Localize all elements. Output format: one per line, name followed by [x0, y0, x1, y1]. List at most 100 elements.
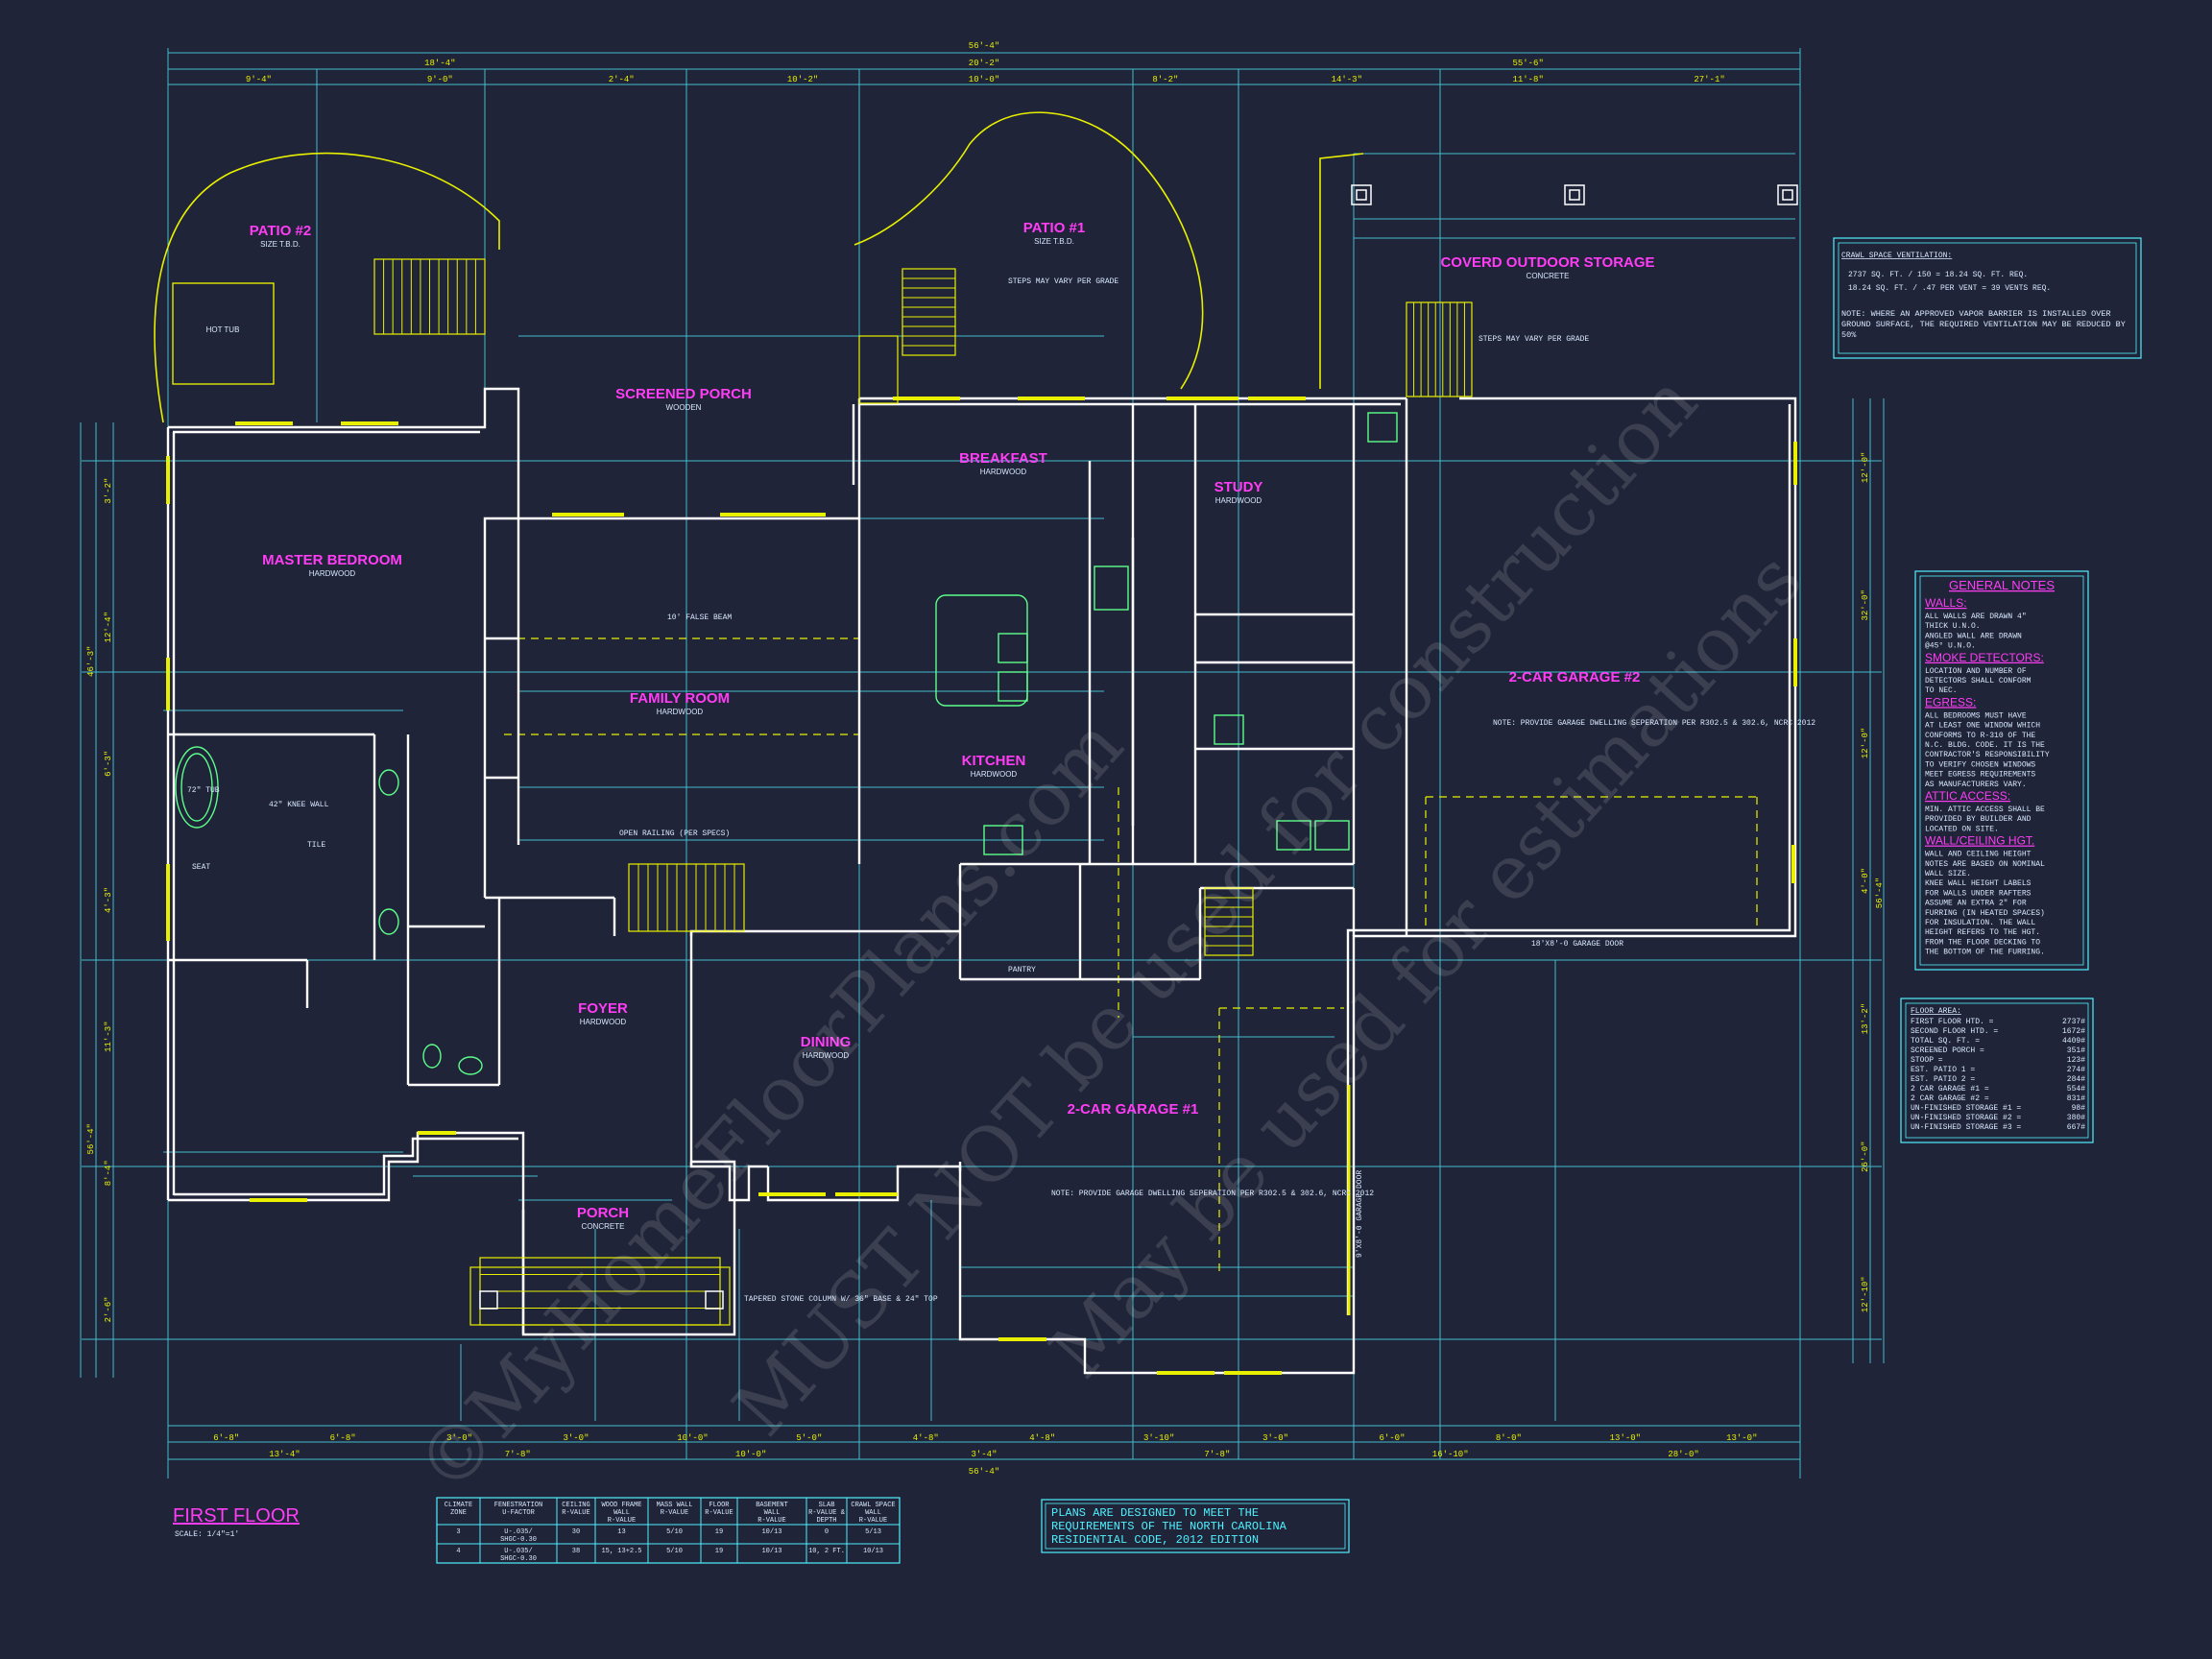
annotations: 42" KNEE WALL 72" TUB 10' FALSE BEAM OPE…	[187, 277, 1815, 1304]
general-note-line: FURRING (IN HEATED SPACES)	[1925, 909, 2045, 918]
general-note-line: THE BOTTOM OF THE FURRING.	[1925, 949, 2045, 957]
floor-area-label: UN-FINISHED STORAGE #3 =	[1911, 1123, 2021, 1132]
columns	[479, 184, 1798, 1310]
general-note-line: MIN. ATTIC ACCESS SHALL BE	[1925, 805, 2045, 814]
floor-area-value: 554#	[2067, 1085, 2085, 1094]
code-note-line3: RESIDENTIAL CODE, 2012 EDITION	[1051, 1533, 1259, 1547]
energy-table-cell: 3	[456, 1528, 460, 1536]
room-name-family: FAMILY ROOM	[630, 690, 730, 707]
energy-table-header: WALL	[613, 1509, 630, 1517]
dim-top: 9'-0"	[427, 75, 453, 84]
energy-table-header: R-VALUE	[859, 1517, 887, 1525]
energy-table-cell: 38	[572, 1548, 580, 1555]
energy-table-header: DEPTH	[816, 1517, 836, 1525]
garage-1-note: NOTE: PROVIDE GARAGE DWELLING SEPERATION…	[1051, 1190, 1374, 1198]
dim-left: 11'-3"	[104, 1021, 113, 1051]
energy-table-cell: 19	[715, 1528, 723, 1536]
crawl-space-ventilation-box: CRAWL SPACE VENTILATION: 2737 SQ. FT. / …	[1833, 237, 2142, 359]
general-note-line: NOTES ARE BASED ON NOMINAL	[1925, 860, 2045, 869]
code-note-line1: PLANS ARE DESIGNED TO MEET THE	[1051, 1506, 1259, 1520]
dim-bottom2: 3'-4"	[971, 1450, 997, 1459]
code-note-box: PLANS ARE DESIGNED TO MEET THE REQUIREME…	[1041, 1499, 1350, 1553]
general-note-heading: EGRESS:	[1925, 695, 1976, 709]
dim-top: 9'-4"	[246, 75, 272, 84]
room-name-patio1: PATIO #1	[1023, 220, 1085, 236]
general-note-heading: WALLS:	[1925, 596, 1967, 610]
dimension-strings: 56'-4"18'-4"20'-2"55'-6"9'-4"9'-0"2'-4"1…	[86, 41, 1885, 1477]
dim-right: 32'-0"	[1861, 589, 1870, 620]
dim-right: 12'-10"	[1861, 1276, 1870, 1312]
floor-area-value: 2737#	[2062, 1018, 2085, 1026]
energy-table-header: ZONE	[450, 1509, 467, 1517]
floor-area-label: SCREENED PORCH =	[1911, 1046, 1984, 1055]
dim-left: 4'-3"	[104, 887, 113, 913]
dim-top: 10'-0"	[969, 75, 999, 84]
energy-table-header: R-VALUE	[661, 1509, 688, 1517]
room-name-breakfast: BREAKFAST	[959, 450, 1047, 467]
energy-table-cell: 19	[715, 1548, 723, 1555]
plan-title: FIRST FLOOR	[173, 1505, 300, 1527]
energy-table-cell: 13	[617, 1528, 625, 1536]
room-floor-patio1: SIZE T.B.D.	[1034, 237, 1074, 246]
dim-bottom: 3'-0"	[446, 1433, 472, 1443]
dim-top2: 55'-6"	[1512, 59, 1543, 68]
dim-bottom2: 16'-10"	[1432, 1450, 1469, 1459]
room-floor-study: HARDWOOD	[1215, 496, 1262, 505]
room-name-foyer: FOYER	[578, 1000, 628, 1017]
floor-area-label: SECOND FLOOR HTD. =	[1911, 1027, 1998, 1036]
stair-treads	[383, 259, 1465, 1309]
room-name-garage2: 2-CAR GARAGE #2	[1509, 669, 1641, 685]
fixtures	[175, 412, 1398, 1075]
room-floor-covered: CONCRETE	[1527, 272, 1570, 280]
general-note-line: ASSUME AN EXTRA 2" FOR	[1925, 900, 2027, 908]
floor-area-value: 123#	[2067, 1056, 2085, 1065]
code-note-line2: REQUIREMENTS OF THE NORTH CAROLINA	[1051, 1520, 1287, 1533]
energy-table-cell: 0	[825, 1528, 829, 1536]
dim-top2: 20'-2"	[969, 59, 999, 68]
floor-area-value: 1672#	[2062, 1027, 2085, 1036]
knee-wall-note: 42" KNEE WALL	[269, 801, 329, 809]
energy-table-cell: 10/13	[761, 1528, 781, 1536]
room-floor-foyer: HARDWOOD	[580, 1018, 627, 1026]
steps-note: STEPS MAY VARY PER GRADE	[1479, 335, 1589, 344]
energy-table-header: CLIMATE	[445, 1502, 472, 1509]
general-note-line: HEIGHT REFERS TO THE HGT.	[1925, 928, 2040, 937]
title-block: FIRST FLOOR SCALE: 1/4"=1'	[173, 1505, 300, 1539]
dim-right: 12'-0"	[1861, 452, 1870, 483]
energy-table-header: R-VALUE	[608, 1517, 636, 1525]
crawl-space-title: CRAWL SPACE VENTILATION:	[1841, 252, 1952, 260]
general-note-line: LOCATION AND NUMBER OF	[1925, 667, 2027, 676]
floor-area-label: TOTAL SQ. FT. =	[1911, 1037, 1980, 1046]
floor-area-value: 284#	[2067, 1075, 2085, 1084]
general-note-heading: ATTIC ACCESS:	[1925, 789, 2010, 803]
general-note-heading: SMOKE DETECTORS:	[1925, 651, 2044, 664]
general-note-line: @45° U.N.O.	[1925, 642, 1976, 651]
floor-area-label: EST. PATIO 2 =	[1911, 1075, 1975, 1084]
general-note-line: DETECTORS SHALL CONFORM	[1925, 677, 2032, 685]
general-note-line: THICK U.N.O.	[1925, 622, 1981, 631]
general-note-line: CONTRACTOR'S RESPONSIBILITY	[1925, 751, 2050, 759]
dim-overall-top: 56'-4"	[969, 41, 999, 51]
floor-area-value: 98#	[2072, 1104, 2086, 1113]
energy-table-header: SLAB	[819, 1502, 835, 1509]
dim-bottom2: 7'-8"	[1204, 1450, 1230, 1459]
floor-area-label: STOOP =	[1911, 1056, 1943, 1065]
dim-bottom: 6'-8"	[330, 1433, 356, 1443]
dim-bottom: 4'-8"	[1029, 1433, 1055, 1443]
energy-table-header: CRAWL SPACE	[851, 1502, 895, 1509]
patio-outlines	[154, 111, 1364, 423]
general-note-line: TO NEC.	[1925, 686, 1958, 695]
energy-table-header: FLOOR	[709, 1502, 730, 1509]
pantry-label: PANTRY	[1008, 966, 1036, 974]
room-name-master: MASTER BEDROOM	[262, 552, 402, 568]
energy-table-cell: U-.035/	[504, 1548, 532, 1555]
dim-bottom: 8'-0"	[1496, 1433, 1522, 1443]
dim-top: 10'-2"	[787, 75, 818, 84]
floor-area-title: FLOOR AREA:	[1911, 1007, 1961, 1016]
room-floor-porch: CONCRETE	[582, 1222, 625, 1231]
energy-table-cell: SHGC-0.30	[500, 1536, 537, 1544]
garage-door-2-label: 18'X8'-0 GARAGE DOOR	[1531, 940, 1623, 949]
general-note-line: TO VERIFY CHOSEN WINDOWS	[1925, 760, 2035, 769]
